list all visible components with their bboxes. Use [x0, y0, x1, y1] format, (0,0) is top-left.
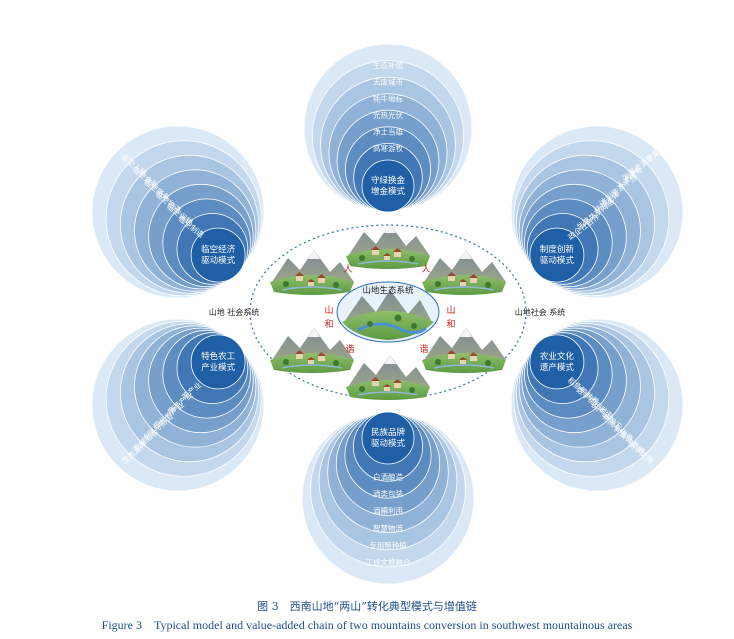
scene-layer [270, 224, 506, 400]
cluster-ring-label: 牦牛地标 [373, 93, 403, 103]
shan-right: 山 [446, 305, 455, 316]
cluster-core-label: 民族品牌 [371, 427, 406, 438]
cluster-ring-label: 净土当雄 [373, 126, 403, 136]
cluster-core-circle [190, 227, 246, 283]
ecosystem-label: 山地生态系统 [362, 285, 414, 296]
shan-left: 山 [324, 305, 333, 316]
mountain-scene-illustration [422, 328, 506, 373]
cluster-core-label: 临空经济 [201, 244, 236, 255]
central-ecosystem-illustration [336, 281, 440, 343]
cluster-ring-label: 智慧物流 [373, 523, 403, 533]
xie-left: 谐 [345, 344, 354, 355]
cluster-ring-label: 专用粮种植 [369, 540, 407, 550]
ren-left: 人 [343, 264, 352, 275]
cluster-core-circle [361, 159, 415, 213]
cluster-ring-label: 酒糟利用 [373, 506, 403, 516]
cluster-core-label: 驱动模式 [371, 438, 406, 449]
center-dotted-ellipse [249, 224, 527, 400]
ren-right: 人 [421, 264, 430, 275]
cluster-core-label: 特色农工 [201, 351, 236, 362]
he-right: 和 [446, 319, 455, 330]
cluster-core-label: 制度创新 [540, 244, 575, 255]
cluster-core-label: 遗产模式 [540, 362, 575, 373]
mountain-scene-illustration [270, 250, 354, 295]
he-left: 和 [324, 319, 333, 330]
cluster-core-circle [361, 411, 415, 465]
cluster-core-circle [529, 334, 585, 390]
cluster-layer: 守绿换金增金模式高寒游牧净土当雄光热光伏牦牛地标无废城市生态补偿临空经济驱动模式… [91, 43, 684, 585]
cluster-core-label: 驱动模式 [201, 255, 236, 266]
cluster-core-label: 驱动模式 [540, 255, 575, 266]
caption-english: Figure 3 Typical model and value-added c… [101, 618, 633, 632]
mountain-scene-illustration [346, 355, 430, 400]
cluster-core-circle [190, 334, 246, 390]
cluster-ring-label: 高寒游牧 [373, 143, 403, 153]
cluster-ring-label: 酒类包装 [373, 489, 403, 499]
cluster-ring-label: 白酒酿造 [373, 471, 403, 481]
mountain-scene-illustration [422, 250, 506, 295]
mountain-scene-illustration [346, 224, 430, 269]
right-social-system-label: 山地社会 系统 [515, 307, 566, 317]
cluster-ring-label: 生态补偿 [373, 60, 403, 70]
cluster-core-label: 增金模式 [371, 186, 406, 197]
two-mountains-diagram: 守绿换金增金模式高寒游牧净土当雄光热光伏牦牛地标无废城市生态补偿临空经济驱动模式… [91, 43, 684, 585]
cluster-core-label: 产业模式 [201, 362, 236, 373]
cluster-core-label: 农业文化 [540, 351, 575, 362]
xie-right: 谐 [419, 344, 428, 355]
caption-chinese: 图 3 西南山地“两山”转化典型模式与增值链 [257, 600, 477, 613]
cluster-ring-label: 光热光伏 [373, 110, 403, 120]
cluster-core-label: 守绿换金 [371, 175, 406, 186]
cluster-ring-label: 工旅文旅融合 [366, 557, 411, 567]
left-social-system-label: 山地 社会系统 [209, 307, 260, 317]
mountain-scene-illustration [270, 328, 354, 373]
cluster-ring-label: 无废城市 [373, 77, 403, 87]
cluster-core-circle [529, 227, 585, 283]
